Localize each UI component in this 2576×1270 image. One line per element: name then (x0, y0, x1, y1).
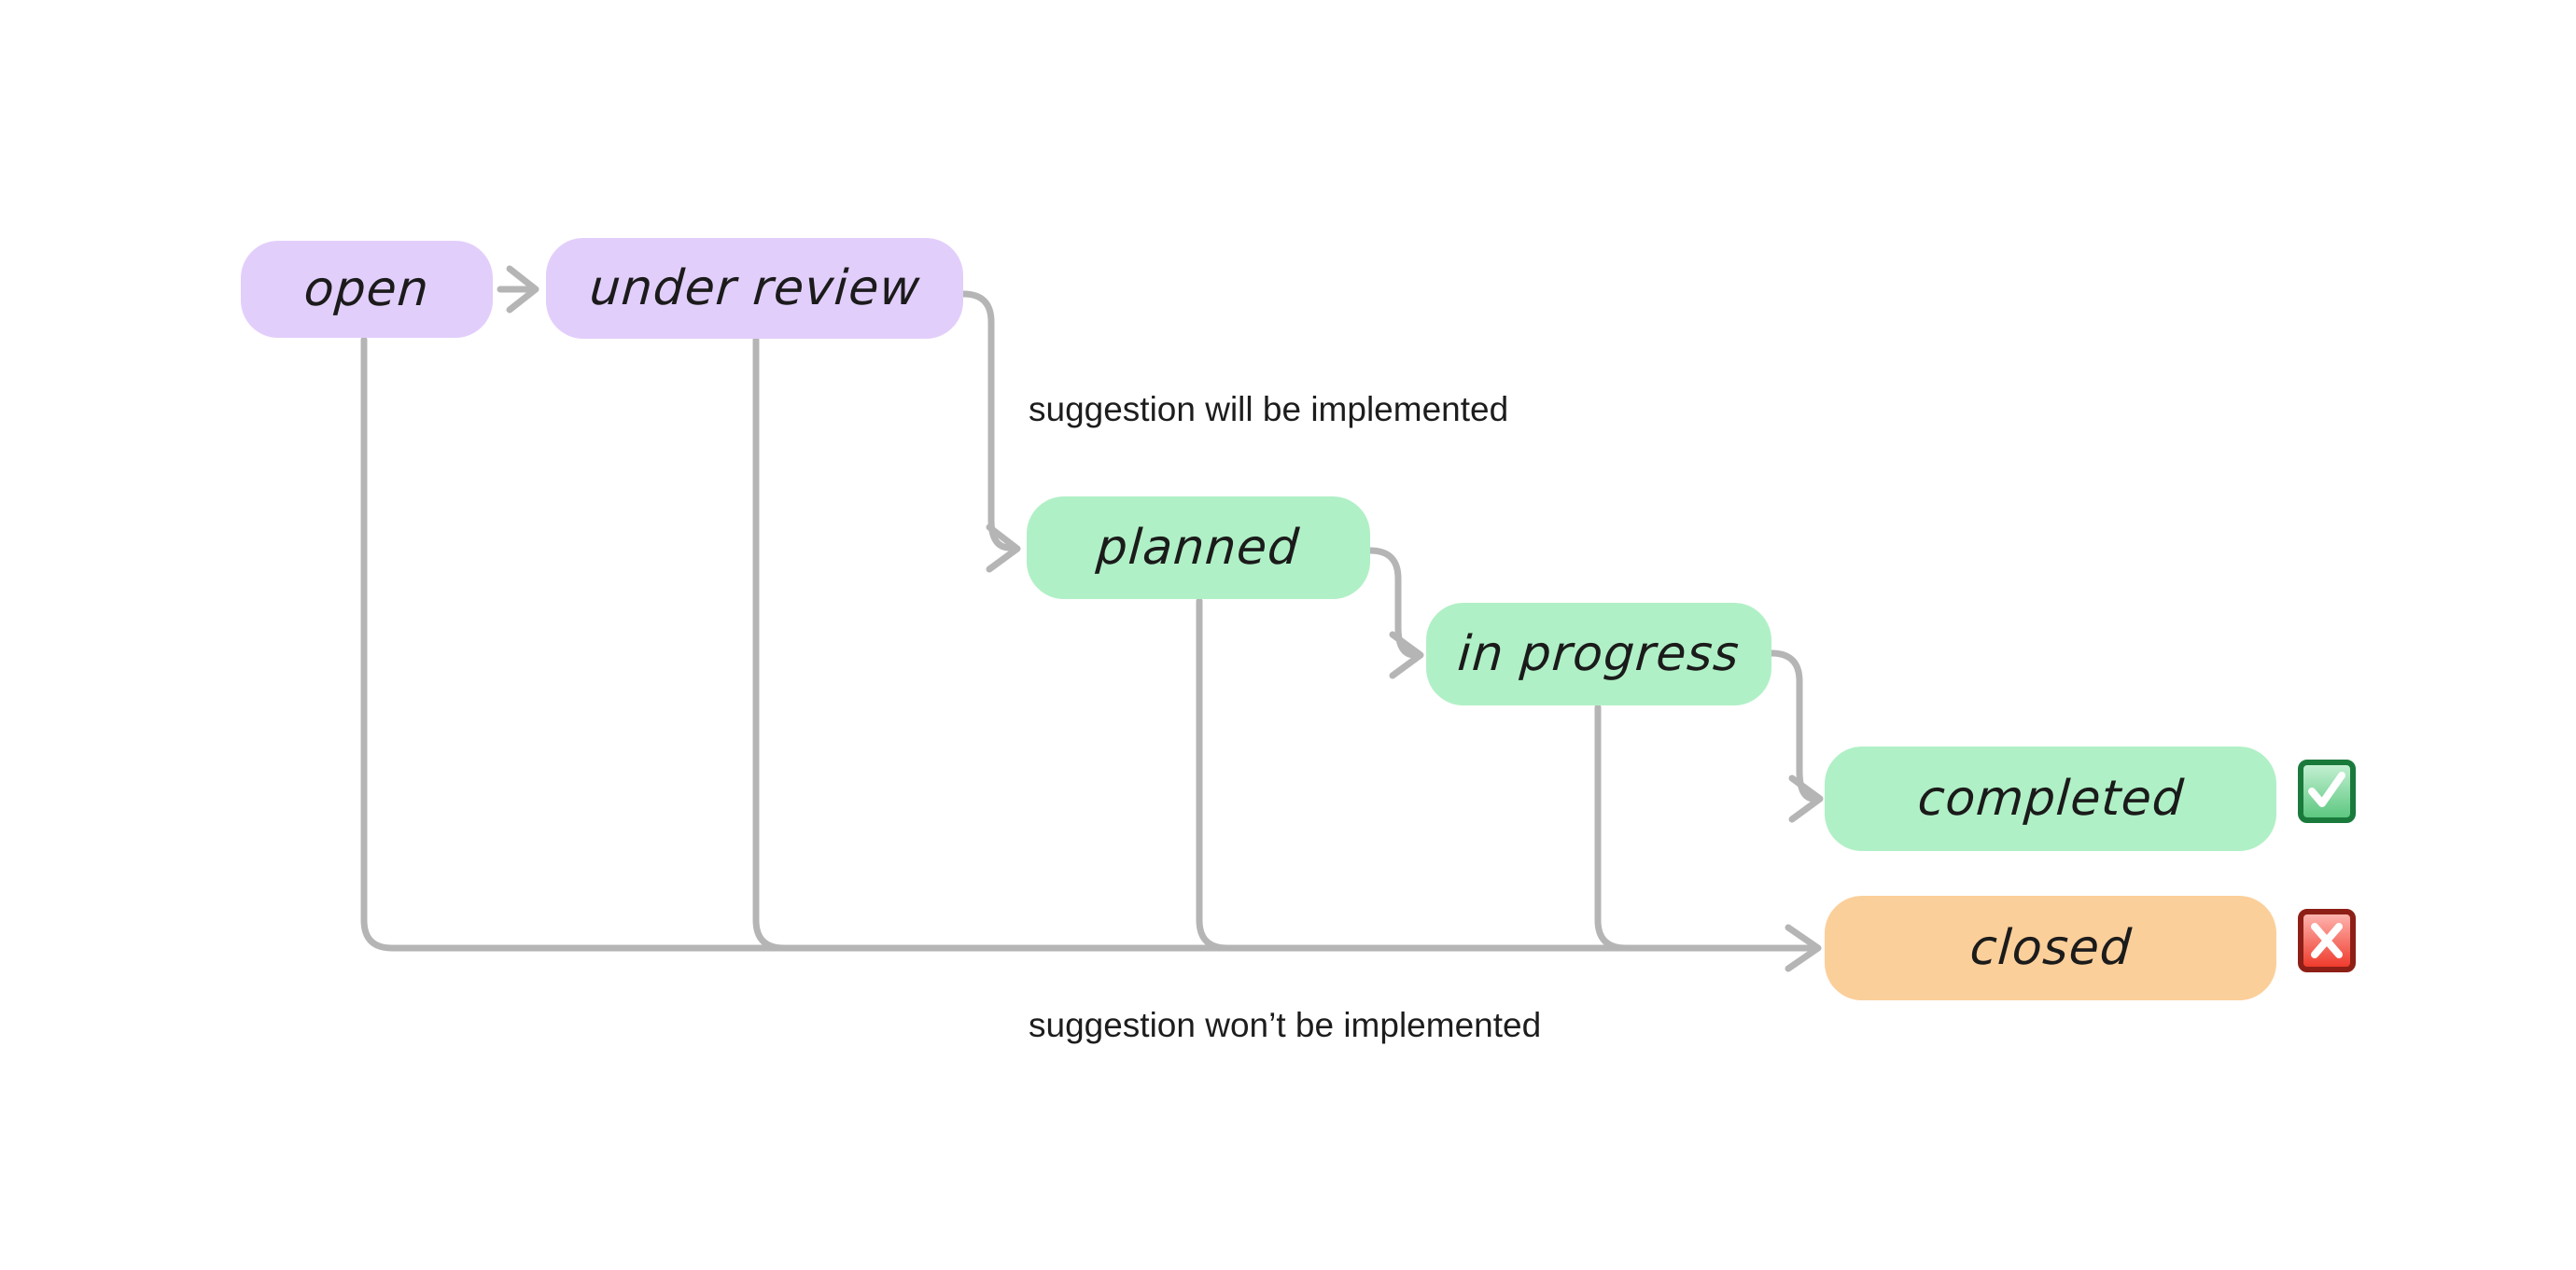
node-completed-label: completed (1915, 771, 2186, 827)
edge-planned-to-closed (1196, 597, 1231, 952)
node-open-label: open (302, 261, 431, 317)
node-closed-label: closed (1967, 920, 2134, 976)
node-in-progress[interactable]: in progress (1426, 603, 1771, 705)
cross-mark-button-icon (2298, 909, 2356, 972)
arrowhead-planned-to-in-progress (1389, 631, 1424, 679)
edge-open-to-closed (360, 336, 1816, 952)
node-closed[interactable]: closed (1825, 896, 2276, 1000)
node-in-progress-label: in progress (1456, 626, 1742, 682)
edge-in-progress-to-completed (1768, 649, 1818, 802)
node-open[interactable]: open (241, 241, 493, 338)
arrowhead-under-review-to-planned (986, 523, 1021, 573)
edge-under-review-to-closed (752, 336, 788, 952)
node-under-review[interactable]: under review (546, 238, 963, 339)
edge-planned-to-in-progress (1366, 547, 1419, 659)
arrowhead-merge-to-closed (1785, 924, 1822, 972)
check-mark-button-icon (2298, 760, 2356, 823)
node-under-review-label: under review (587, 260, 922, 316)
caption-will-be-implemented: suggestion will be implemented (1029, 390, 1509, 428)
arrowhead-open-to-under-review (506, 265, 539, 314)
node-completed[interactable]: completed (1825, 747, 2276, 851)
edge-under-review-to-planned (959, 290, 1014, 551)
node-planned-label: planned (1095, 520, 1302, 576)
caption-wont-be-implemented: suggestion won’t be implemented (1029, 1006, 1542, 1044)
node-planned[interactable]: planned (1027, 496, 1370, 599)
arrowhead-in-progress-to-completed (1788, 775, 1824, 823)
edge-in-progress-to-closed (1594, 704, 1630, 952)
